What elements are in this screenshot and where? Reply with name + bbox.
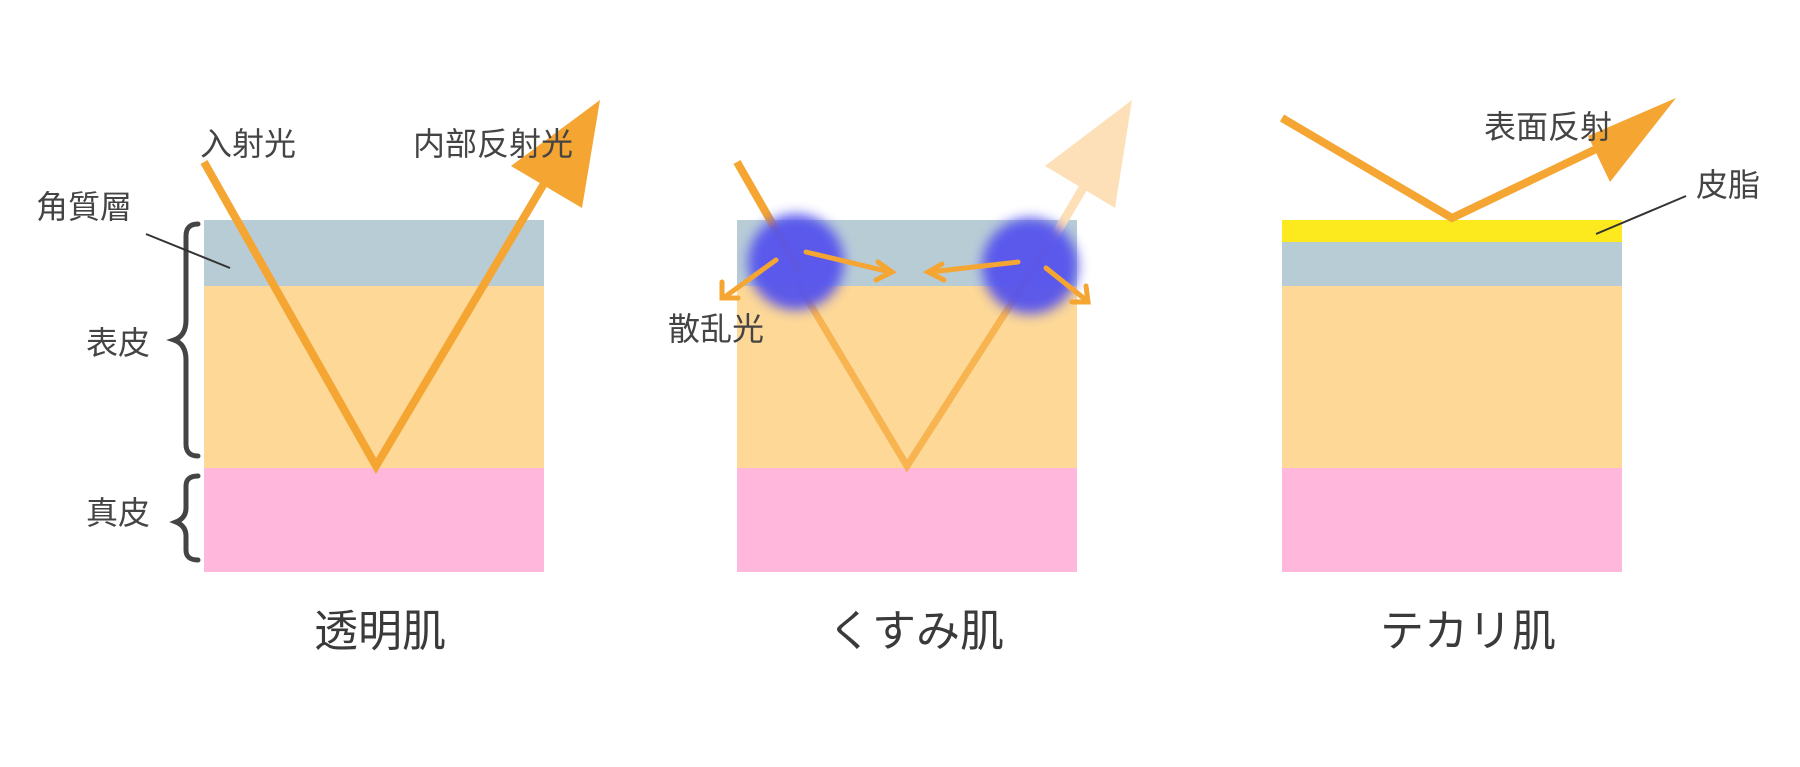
dermis-layer (1282, 468, 1622, 572)
incident-light-label: 入射光 (200, 125, 296, 163)
epidermis-layer (737, 286, 1077, 468)
stratum-corneum-layer (1282, 242, 1622, 286)
weakened-internal-light (793, 238, 1055, 473)
scattered-light-label: 散乱光 (668, 310, 764, 348)
dermis-layer (737, 468, 1077, 572)
caption-shiny-skin: テカリ肌 (1380, 606, 1556, 657)
epidermis-layer (1282, 286, 1622, 468)
internal-reflection-label: 内部反射光 (413, 125, 573, 163)
arrow-icon (1588, 98, 1676, 182)
epidermis-layer (204, 286, 544, 468)
panel-clear-skin: 入射光 内部反射光 角質層 表皮 真皮 透明肌 (36, 100, 600, 657)
caption-dull-skin: くすみ肌 (828, 606, 1004, 657)
arrow-icon (511, 100, 600, 208)
brace-icon (169, 473, 201, 563)
scatter-arrows (719, 249, 1091, 305)
panel-shiny-skin: 表面反射 皮脂 テカリ肌 (1279, 98, 1760, 657)
dermis-layer (204, 468, 544, 572)
blur-particle-icon (748, 214, 844, 310)
blur-particle-icon (982, 218, 1078, 314)
surface-reflection-ray (1279, 114, 1642, 223)
sebum-label: 皮脂 (1696, 166, 1760, 204)
incident-light-ray (200, 137, 574, 474)
leader-line-sebum (1595, 195, 1687, 235)
caption-clear-skin: 透明肌 (314, 606, 446, 657)
panel-dull-skin: 散乱光 くすみ肌 (668, 100, 1132, 657)
dermis-label: 真皮 (86, 494, 150, 532)
leader-line-stratum-corneum (145, 233, 231, 269)
surface-reflection-label: 表面反射 (1484, 108, 1612, 146)
stratum-corneum-label: 角質層 (36, 188, 132, 226)
sebum-layer (1282, 220, 1622, 242)
brace-icon (166, 221, 201, 459)
arrow-icon (1045, 100, 1132, 208)
epidermis-label: 表皮 (86, 324, 150, 362)
